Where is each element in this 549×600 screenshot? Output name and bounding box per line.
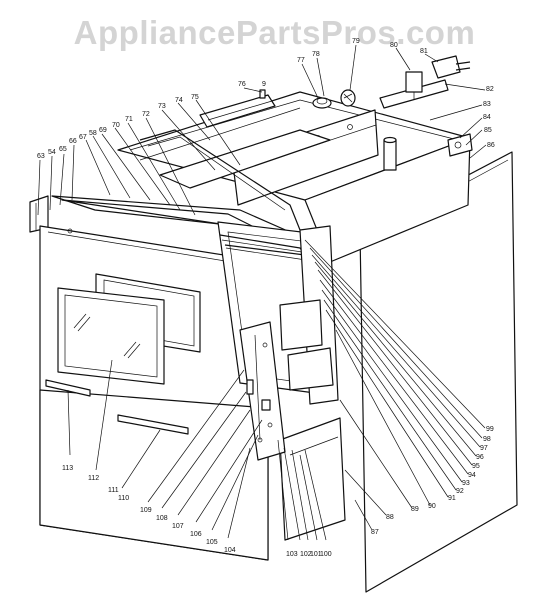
- callout-86: 86: [487, 142, 495, 149]
- callout-79: 79: [352, 38, 360, 45]
- callout-100: 100: [320, 551, 332, 558]
- callout-108: 108: [156, 515, 168, 522]
- callout-92: 92: [456, 488, 464, 495]
- callout-54: 54: [48, 149, 56, 156]
- callout-83: 83: [483, 101, 491, 108]
- callout-111: 111: [108, 487, 119, 494]
- callout-89: 89: [411, 506, 419, 513]
- callout-98: 98: [483, 436, 491, 443]
- callout-110: 110: [118, 495, 129, 502]
- callout-113: 113: [62, 465, 73, 472]
- callout-95: 95: [472, 463, 480, 470]
- callout-65: 65: [59, 146, 67, 153]
- callout-9: 9: [262, 81, 266, 88]
- callout-81: 81: [420, 48, 428, 55]
- callout-99: 99: [486, 426, 494, 433]
- callout-84: 84: [483, 114, 491, 121]
- callout-78: 78: [312, 51, 320, 58]
- control-bracket: [239, 299, 334, 461]
- callout-109: 109: [140, 507, 152, 514]
- cabinet-body: [117, 91, 471, 263]
- callout-66: 66: [69, 138, 77, 145]
- callout-76: 76: [238, 81, 246, 88]
- callout-85: 85: [484, 127, 492, 134]
- callout-103: 103: [286, 551, 298, 558]
- callout-106: 106: [190, 531, 202, 538]
- callout-70: 70: [112, 122, 120, 129]
- callout-104: 104: [224, 547, 236, 554]
- callout-82: 82: [486, 86, 494, 93]
- callout-93: 93: [462, 480, 470, 487]
- callout-91: 91: [448, 495, 456, 502]
- callout-67: 67: [79, 134, 87, 141]
- callout-90: 90: [428, 503, 436, 510]
- leader-lines: [37, 44, 487, 541]
- callout-74: 74: [175, 97, 183, 104]
- callout-88: 88: [386, 514, 394, 521]
- callout-72: 72: [142, 111, 150, 118]
- callout-63: 63: [37, 153, 45, 160]
- door-assembly: [29, 195, 291, 561]
- callout-69: 69: [99, 127, 107, 134]
- callout-101: 101: [310, 551, 322, 558]
- top-components: [259, 55, 473, 157]
- callout-73: 73: [158, 103, 166, 110]
- callout-107: 107: [172, 523, 184, 530]
- callout-97: 97: [480, 445, 488, 452]
- callout-94: 94: [468, 472, 476, 479]
- callout-labels: 63 54 65 66 67 58 69 70 71 72 73 74 75 7…: [37, 38, 495, 558]
- callout-80: 80: [390, 42, 398, 49]
- callout-71: 71: [125, 116, 133, 123]
- callout-77: 77: [297, 57, 305, 64]
- callout-112: 112: [88, 475, 99, 482]
- callout-102: 102: [300, 551, 312, 558]
- callout-96: 96: [476, 454, 484, 461]
- callout-87: 87: [371, 529, 379, 536]
- callout-75: 75: [191, 94, 199, 101]
- callout-58: 58: [89, 130, 97, 137]
- callout-105: 105: [206, 539, 218, 546]
